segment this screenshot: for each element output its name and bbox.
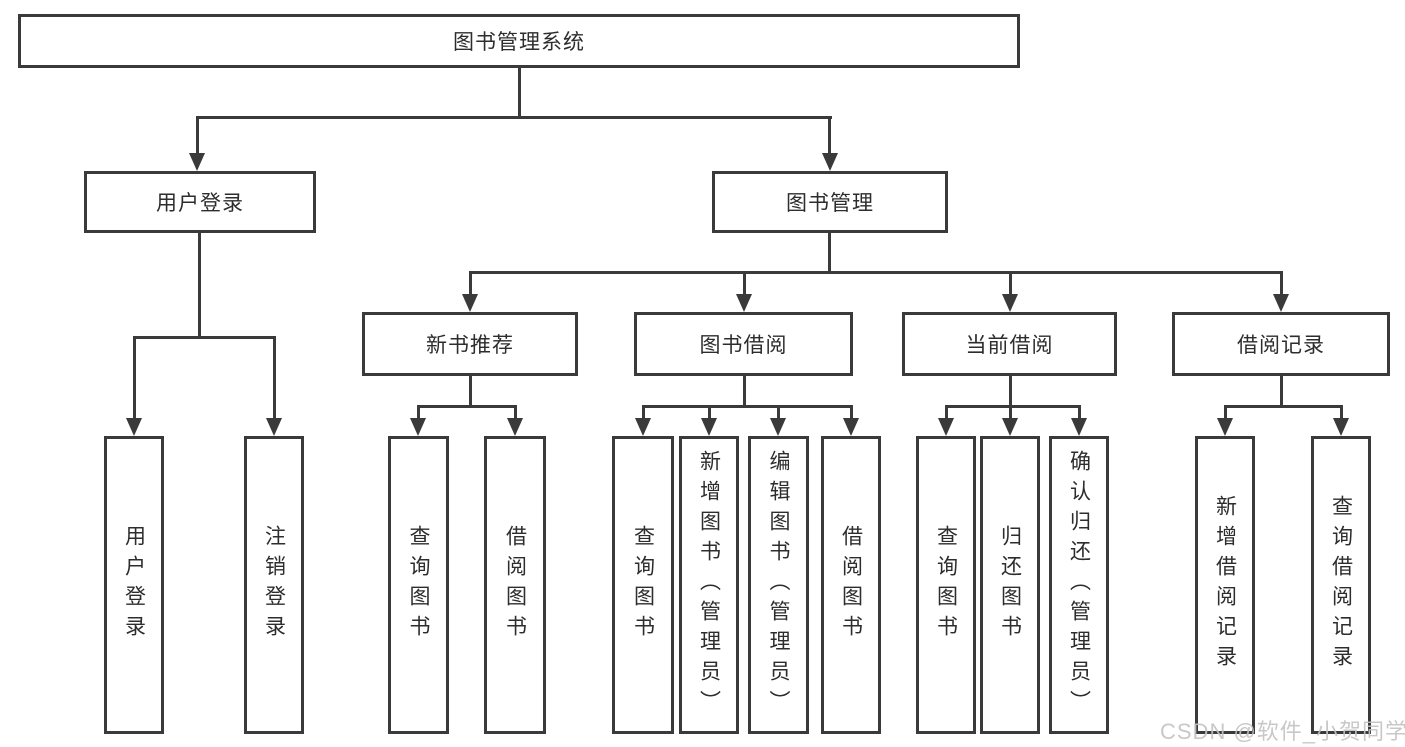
node-book-management: 图书管理	[712, 171, 948, 233]
connector-line	[1009, 405, 1012, 420]
connector-line	[777, 405, 780, 420]
node-user-login: 用户登录	[84, 171, 316, 233]
arrow-down-icon	[1217, 418, 1233, 436]
connector-line	[1009, 271, 1012, 296]
node-current-borrow: 当前借阅	[902, 312, 1117, 376]
node-label: 新增图书（管理员）	[697, 450, 721, 720]
connector-line	[1078, 405, 1081, 420]
arrow-down-icon	[1333, 418, 1349, 436]
arrow-down-icon	[822, 153, 838, 171]
arrow-down-icon	[126, 418, 142, 436]
connector-line	[469, 376, 472, 407]
node-label: 借阅图书	[839, 525, 863, 645]
arrow-down-icon	[736, 294, 752, 312]
leaf-confirm-return-admin: 确认归还（管理员）	[1049, 436, 1109, 734]
leaf-add-book-admin: 新增图书（管理员）	[679, 436, 739, 734]
connector-line	[1340, 405, 1343, 420]
connector-line	[518, 68, 521, 118]
connector-line	[850, 405, 853, 420]
leaf-return-book: 归还图书	[980, 436, 1040, 734]
node-book-borrow: 图书借阅	[634, 312, 853, 376]
connector-line	[417, 405, 517, 408]
leaf-logout: 注销登录	[244, 436, 304, 734]
connector-line	[1009, 376, 1012, 407]
node-label: 新增借阅记录	[1213, 495, 1237, 675]
leaf-query-books-recommend: 查询图书	[388, 436, 449, 734]
connector-line	[514, 405, 517, 420]
connector-line	[1224, 405, 1343, 408]
connector-line	[828, 233, 831, 273]
csdn-watermark: CSDN @软件_小贺同学	[1160, 719, 1405, 744]
connector-line	[198, 233, 201, 337]
connector-line	[469, 271, 1283, 274]
leaf-borrow-books-recommend: 借阅图书	[484, 436, 546, 734]
connector-line	[642, 405, 853, 408]
node-label: 注销登录	[262, 525, 286, 645]
leaf-query-books-current: 查询图书	[916, 436, 976, 734]
connector-line	[743, 376, 746, 407]
arrow-down-icon	[1002, 294, 1018, 312]
node-label: 查询图书	[407, 525, 430, 645]
node-label: 借阅记录	[1237, 334, 1325, 357]
arrow-down-icon	[701, 418, 717, 436]
arrow-down-icon	[462, 294, 478, 312]
node-new-book-recommend: 新书推荐	[362, 312, 578, 376]
connector-line	[1224, 405, 1227, 420]
arrow-down-icon	[189, 153, 205, 171]
node-label: 图书管理	[786, 192, 874, 215]
node-label: 用户登录	[122, 525, 146, 645]
arrow-down-icon	[843, 418, 859, 436]
connector-line	[133, 336, 276, 339]
node-label: 归还图书	[998, 525, 1022, 645]
connector-line	[196, 116, 832, 119]
node-label: 编辑图书（管理员）	[767, 450, 790, 720]
arrow-down-icon	[938, 418, 954, 436]
connector-line	[1280, 271, 1283, 296]
node-label: 查询图书	[934, 525, 958, 645]
connector-line	[1280, 376, 1283, 407]
arrow-down-icon	[1071, 418, 1087, 436]
arrow-down-icon	[635, 418, 651, 436]
node-label: 用户登录	[156, 192, 244, 215]
connector-line	[945, 405, 1081, 408]
arrow-down-icon	[410, 418, 426, 436]
connector-line	[708, 405, 711, 420]
arrow-down-icon	[770, 418, 786, 436]
leaf-add-borrow-record: 新增借阅记录	[1195, 436, 1255, 734]
node-label: 借阅图书	[503, 525, 527, 645]
node-label: 当前借阅	[965, 334, 1054, 357]
leaf-borrow-books: 借阅图书	[821, 436, 881, 734]
node-label: 查询图书	[631, 525, 655, 645]
connector-line	[273, 336, 276, 418]
connector-line	[743, 271, 746, 296]
connector-line	[417, 405, 420, 420]
leaf-query-borrow-record: 查询借阅记录	[1311, 436, 1371, 734]
arrow-down-icon	[1002, 418, 1018, 436]
connector-line	[469, 271, 472, 296]
connector-line	[196, 116, 199, 156]
node-label: 确认归还（管理员）	[1067, 450, 1091, 720]
connector-line	[133, 336, 136, 418]
node-borrow-records: 借阅记录	[1172, 312, 1390, 376]
node-label: 查询借阅记录	[1329, 495, 1353, 675]
leaf-user-login: 用户登录	[104, 436, 164, 734]
leaf-query-books-borrow: 查询图书	[612, 436, 674, 734]
connector-line	[642, 405, 645, 420]
arrow-down-icon	[1273, 294, 1289, 312]
arrow-down-icon	[507, 418, 523, 436]
node-library-management-system: 图书管理系统	[18, 14, 1020, 68]
node-label: 新书推荐	[426, 334, 514, 357]
connector-line	[828, 116, 831, 156]
node-label: 图书管理系统	[453, 31, 585, 54]
connector-line	[945, 405, 948, 420]
arrow-down-icon	[266, 418, 282, 436]
node-label: 图书借阅	[699, 334, 788, 357]
leaf-edit-book-admin: 编辑图书（管理员）	[748, 436, 809, 734]
